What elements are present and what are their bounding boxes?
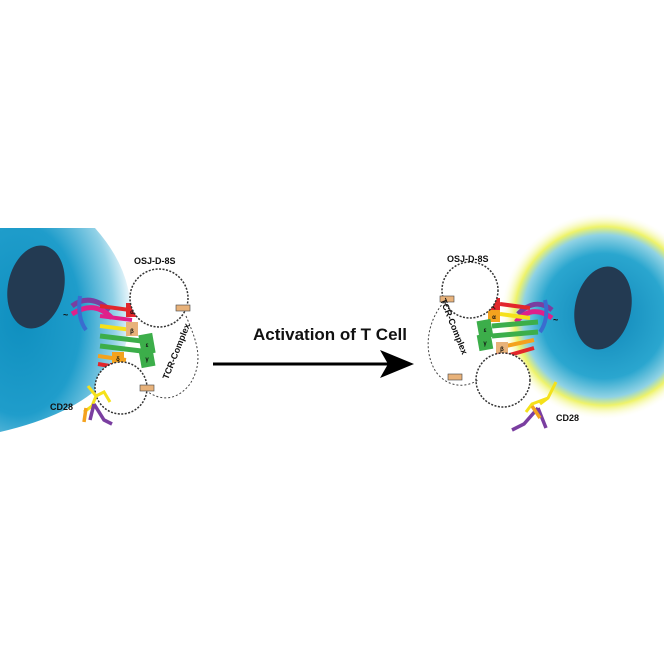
right-magenta-loop (514, 309, 554, 324)
left-stalk-1 (99, 314, 133, 322)
left-chain-letter: γ (145, 357, 149, 363)
left-nucleus (7, 245, 65, 329)
right-cd28-label: CD28 (556, 413, 579, 423)
right-chain-letter: α (492, 315, 496, 321)
right-chain-letter: ε (484, 328, 487, 334)
left-chain-box-delta (112, 352, 124, 364)
right-vesicle-label: OSJ-D-8S (447, 254, 489, 264)
left-chain-letter: ε (146, 343, 149, 349)
right-vesicles (427, 261, 531, 408)
arrow-head (380, 350, 414, 378)
right-chain-letter: β (500, 347, 504, 353)
left-cd28-purple (88, 403, 113, 426)
right-blue-loop (538, 299, 549, 334)
left-linker-block (175, 304, 191, 312)
right-chain-letter: γ (483, 341, 487, 347)
left-chain-letter: β (130, 329, 134, 335)
left-chain-box-beta (126, 322, 138, 336)
left-chain-box-gamma (138, 347, 156, 369)
right-purple-loop (516, 301, 554, 316)
right-linker-chain (427, 301, 479, 386)
right-tcr-chains: ζ α ε γ β δ ~ (476, 298, 558, 365)
left-vesicle-bottom (94, 361, 148, 415)
left-linker-chain (147, 315, 199, 399)
left-cd28 (82, 385, 113, 426)
right-vesicle-bottom (475, 352, 531, 408)
right-stalk-3 (491, 329, 539, 339)
right-linker-block (439, 295, 455, 303)
right-nucleus (574, 266, 632, 350)
activation-arrow (213, 350, 414, 378)
left-blue-loop (77, 295, 88, 332)
left-vesicle-label: OSJ-D-8S (134, 256, 176, 266)
right-vesicle-top (441, 261, 499, 319)
left-cd28-yellow (83, 385, 112, 414)
arrow-label: Activation of T Cell (253, 325, 407, 344)
left-squiggle-glyph: ~ (63, 310, 68, 320)
right-t-cell (500, 212, 664, 420)
right-chain-box (496, 342, 508, 354)
right-stalk-1 (499, 312, 531, 320)
right-cd28-yellow (524, 381, 558, 413)
left-chain-letter: δ (116, 357, 120, 363)
left-chain-letter: α (130, 310, 134, 316)
right-chain-letter: ζ (493, 304, 496, 310)
left-stalk-0 (99, 304, 131, 312)
right-chain-box (488, 310, 500, 322)
left-cd28-orange (82, 407, 88, 423)
right-stalk-0 (499, 302, 531, 310)
right-cd28-orange (530, 405, 542, 419)
right-cd28 (511, 381, 558, 432)
right-stalk-2 (491, 319, 539, 329)
left-vesicle-top (129, 268, 189, 328)
left-tcr-complex-label: TCR-Complex (161, 322, 193, 381)
right-chain-box (476, 332, 494, 352)
right-squiggle-glyph: ~ (553, 315, 558, 325)
right-cd28-purple (511, 406, 548, 432)
left-linker-block (139, 384, 155, 392)
right-stalk-4 (505, 338, 535, 348)
right-linker-block (447, 373, 463, 381)
left-cd28-label: CD28 (50, 402, 73, 412)
